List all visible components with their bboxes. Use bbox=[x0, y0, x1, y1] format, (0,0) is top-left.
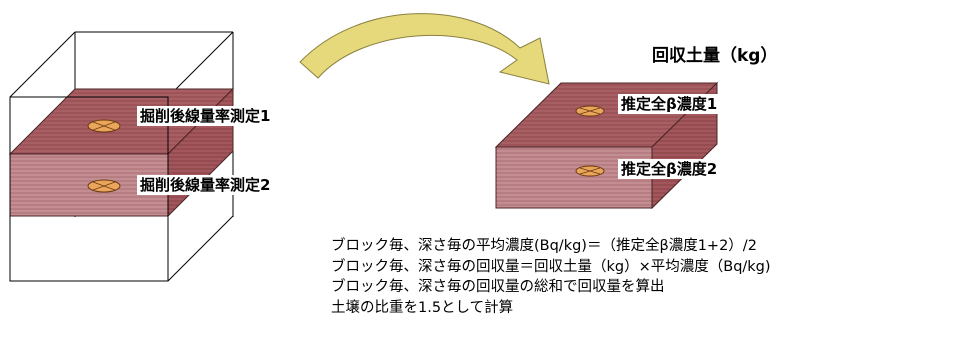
left-label-1: 掘削後線量率測定1 bbox=[137, 106, 274, 126]
note-line: ブロック毎、深さ毎の回収量の総和で回収量を算出 bbox=[331, 279, 665, 295]
right-label-2: 推定全β濃度2 bbox=[618, 159, 721, 179]
marker-icon bbox=[87, 119, 121, 133]
note-line: ブロック毎、深さ毎の回収量＝回収土量（kg）×平均濃度（Bq/kg) bbox=[331, 258, 771, 275]
marker-icon bbox=[87, 179, 121, 193]
marker-icon bbox=[575, 165, 605, 177]
left-label-2: 掘削後線量率測定2 bbox=[137, 175, 274, 195]
right-block-title: 回収土量（kg） bbox=[652, 46, 778, 66]
transfer-arrow-icon bbox=[299, 13, 550, 85]
note-line: ブロック毎、深さ毎の平均濃度(Bq/kg)＝（推定全β濃度1+2）/2 bbox=[331, 238, 757, 254]
note-line: 土壌の比重を1.5として計算 bbox=[331, 299, 514, 316]
right-label-1: 推定全β濃度1 bbox=[618, 94, 721, 114]
marker-icon bbox=[575, 105, 605, 117]
calculation-notes: ブロック毎、深さ毎の平均濃度(Bq/kg)＝（推定全β濃度1+2）/2 ブロック… bbox=[331, 236, 771, 318]
